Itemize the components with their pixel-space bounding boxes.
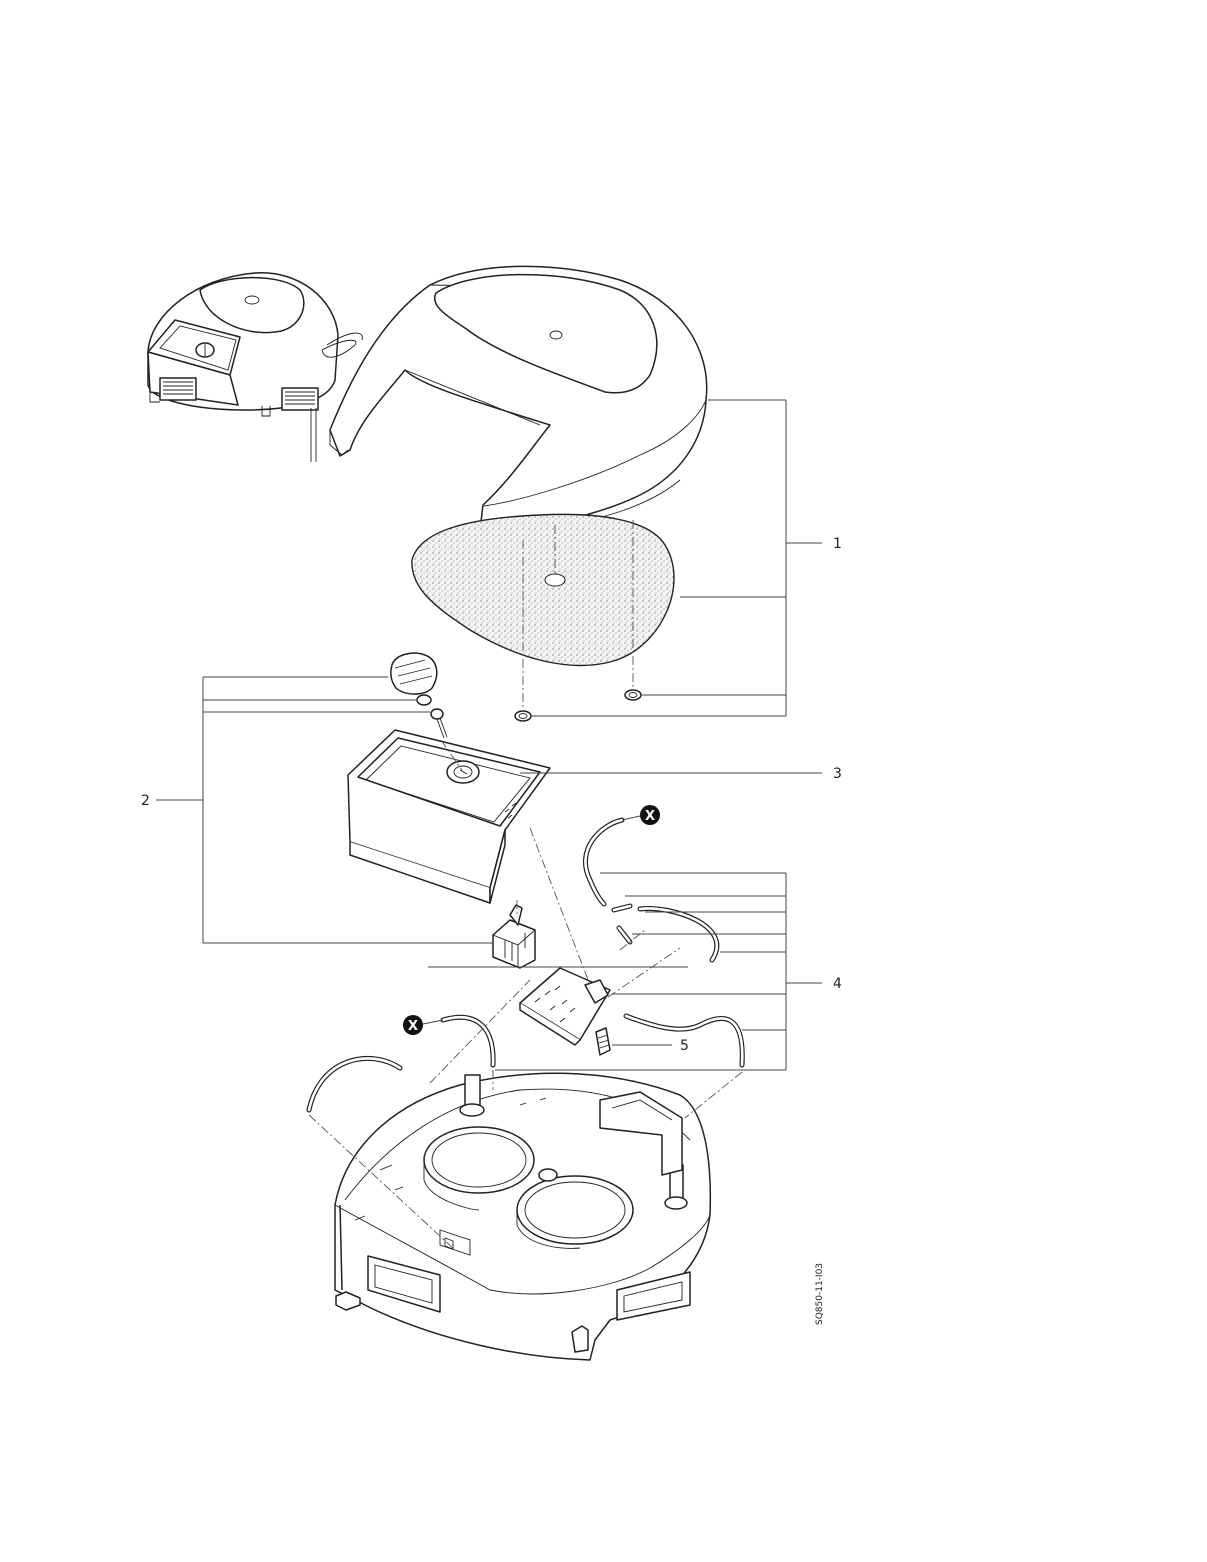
tubes — [306, 817, 745, 1113]
top-cover — [329, 265, 708, 533]
callout-2: 2 — [141, 793, 150, 809]
assembled-unit-thumbnail — [147, 272, 363, 462]
x-marker-tube-top: X — [621, 805, 660, 825]
x-marker-label: X — [645, 809, 655, 824]
leader-lines — [156, 399, 822, 1071]
base-housing — [334, 1072, 712, 1361]
board-screw — [595, 1027, 611, 1056]
x-marker-label: X — [408, 1019, 418, 1034]
assembly-lines — [308, 520, 743, 1251]
control-panel-housing — [347, 729, 551, 904]
callout-3: 3 — [833, 766, 842, 782]
callout-5: 5 — [680, 1038, 689, 1054]
callout-1: 1 — [833, 536, 842, 552]
control-knob — [390, 652, 448, 739]
circuit-board — [519, 967, 611, 1056]
screw-small — [430, 708, 448, 739]
foam-pad — [411, 513, 675, 722]
callout-labels: 1 2 3 4 5 — [141, 536, 842, 1054]
drawing-code: SQ850-11-I03 — [815, 1263, 825, 1325]
switch-component — [492, 904, 536, 969]
x-marker-tube-left: X — [403, 1015, 444, 1035]
callout-4: 4 — [833, 976, 842, 992]
